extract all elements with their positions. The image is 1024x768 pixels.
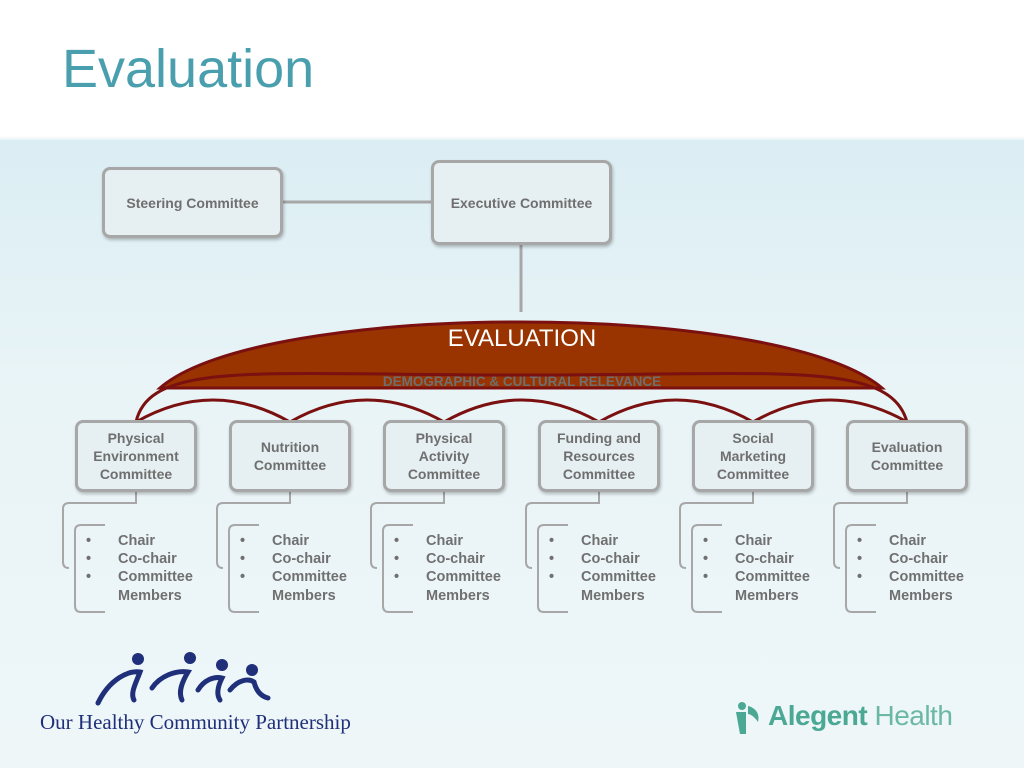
member-item: •Committee Members xyxy=(549,569,656,604)
bullet: • xyxy=(857,533,863,549)
member-item: •Chair xyxy=(857,533,927,549)
steering-committee-box: Steering Committee xyxy=(102,167,283,238)
member-item: •Chair xyxy=(394,533,464,549)
member-item: •Committee Members xyxy=(703,569,810,604)
member-item: •Co-chair xyxy=(857,551,948,568)
committee-label: Social Marketing Committee xyxy=(716,430,790,482)
bullet: • xyxy=(703,569,709,586)
committee-label: Physical Environment Committee xyxy=(93,430,179,482)
bullet: • xyxy=(240,533,246,549)
member-bracket-inner xyxy=(228,524,259,613)
member-bracket-outer xyxy=(370,492,445,569)
evaluation-outer-arc xyxy=(134,371,909,423)
bullet: • xyxy=(394,551,400,568)
committee-label: Evaluation Committee xyxy=(870,439,944,473)
alegent-brand-text: Alegent xyxy=(768,700,868,731)
member-bracket-outer xyxy=(525,492,600,569)
committee-box: Nutrition Committee xyxy=(229,420,351,492)
bullet: • xyxy=(703,551,709,568)
member-item: •Co-chair xyxy=(86,551,177,568)
member-list: •Chair •Co-chair •Committee Members xyxy=(857,532,981,605)
member-item: •Chair xyxy=(240,533,310,549)
member-brackets xyxy=(62,492,908,613)
member-item: •Co-chair xyxy=(240,551,331,568)
committee-box: Physical Environment Committee xyxy=(75,420,197,492)
member-item: •Co-chair xyxy=(549,551,640,568)
alegent-health-logo-text: Alegent Health xyxy=(768,700,953,732)
committee-box: Physical Activity Committee xyxy=(383,420,505,492)
committee-box: Social Marketing Committee xyxy=(692,420,814,492)
member-bracket-inner xyxy=(74,524,105,613)
evaluation-banner-label: EVALUATION xyxy=(447,325,597,352)
committee-label: Funding and Resources Committee xyxy=(557,430,641,482)
member-bracket-inner xyxy=(691,524,722,613)
member-item: •Co-chair xyxy=(703,551,794,568)
member-item: •Committee Members xyxy=(86,569,193,604)
member-list: •Chair •Co-chair •Committee Members xyxy=(86,532,210,605)
bullet: • xyxy=(86,551,92,568)
our-healthy-community-logo-text: Our Healthy Community Partnership xyxy=(40,710,351,734)
committee-label: Nutrition Committee xyxy=(253,439,327,473)
member-bracket-outer xyxy=(216,492,291,569)
member-bracket-inner xyxy=(382,524,413,613)
committee-label: Physical Activity Committee xyxy=(407,430,481,482)
steering-committee-label: Steering Committee xyxy=(126,194,259,211)
executive-committee-label: Executive Committee xyxy=(450,194,593,211)
member-list: •Chair •Co-chair •Committee Members xyxy=(394,532,518,605)
bullet: • xyxy=(394,533,400,549)
executive-committee-box: Executive Committee xyxy=(431,160,612,245)
member-bracket-inner xyxy=(845,524,876,613)
scallop-arc xyxy=(289,398,445,424)
evaluation-banner-shape xyxy=(156,320,887,390)
bullet: • xyxy=(703,533,709,549)
bullet: • xyxy=(549,551,555,568)
alegent-health-logo-icon xyxy=(736,702,759,734)
member-list: •Chair •Co-chair •Committee Members xyxy=(703,532,827,605)
member-item: •Committee Members xyxy=(857,569,964,604)
slide-title: Evaluation xyxy=(62,39,315,99)
health-brand-text: Health xyxy=(874,700,953,731)
member-item: •Chair xyxy=(549,533,619,549)
our-healthy-community-logo-icon xyxy=(95,652,271,706)
member-item: •Chair xyxy=(703,533,773,549)
member-list: •Chair •Co-chair •Committee Members xyxy=(549,532,673,605)
member-list: •Chair •Co-chair •Committee Members xyxy=(240,532,364,605)
member-item: •Chair xyxy=(86,533,156,549)
bullet: • xyxy=(86,533,92,549)
member-item: •Committee Members xyxy=(394,569,501,604)
scallop-arc xyxy=(135,398,291,424)
bullet: • xyxy=(549,533,555,549)
bullet: • xyxy=(240,551,246,568)
scallop-arcs xyxy=(135,398,908,424)
committee-box: Evaluation Committee xyxy=(846,420,968,492)
evaluation-banner-subtitle: DEMOGRAPHIC & CULTURAL RELEVANCE xyxy=(382,374,662,389)
bullet: • xyxy=(857,551,863,568)
scallop-arc xyxy=(443,398,600,424)
bullet: • xyxy=(86,569,92,586)
member-bracket-outer xyxy=(833,492,908,569)
bullet: • xyxy=(857,569,863,586)
member-bracket-inner xyxy=(537,524,568,613)
member-item: •Co-chair xyxy=(394,551,485,568)
scallop-arc xyxy=(598,398,754,424)
scallop-arc xyxy=(752,398,908,424)
member-bracket-outer xyxy=(62,492,137,569)
bullet: • xyxy=(394,569,400,586)
member-item: •Committee Members xyxy=(240,569,347,604)
member-bracket-outer xyxy=(679,492,754,569)
bullet: • xyxy=(549,569,555,586)
committee-box: Funding and Resources Committee xyxy=(538,420,660,492)
bullet: • xyxy=(240,569,246,586)
